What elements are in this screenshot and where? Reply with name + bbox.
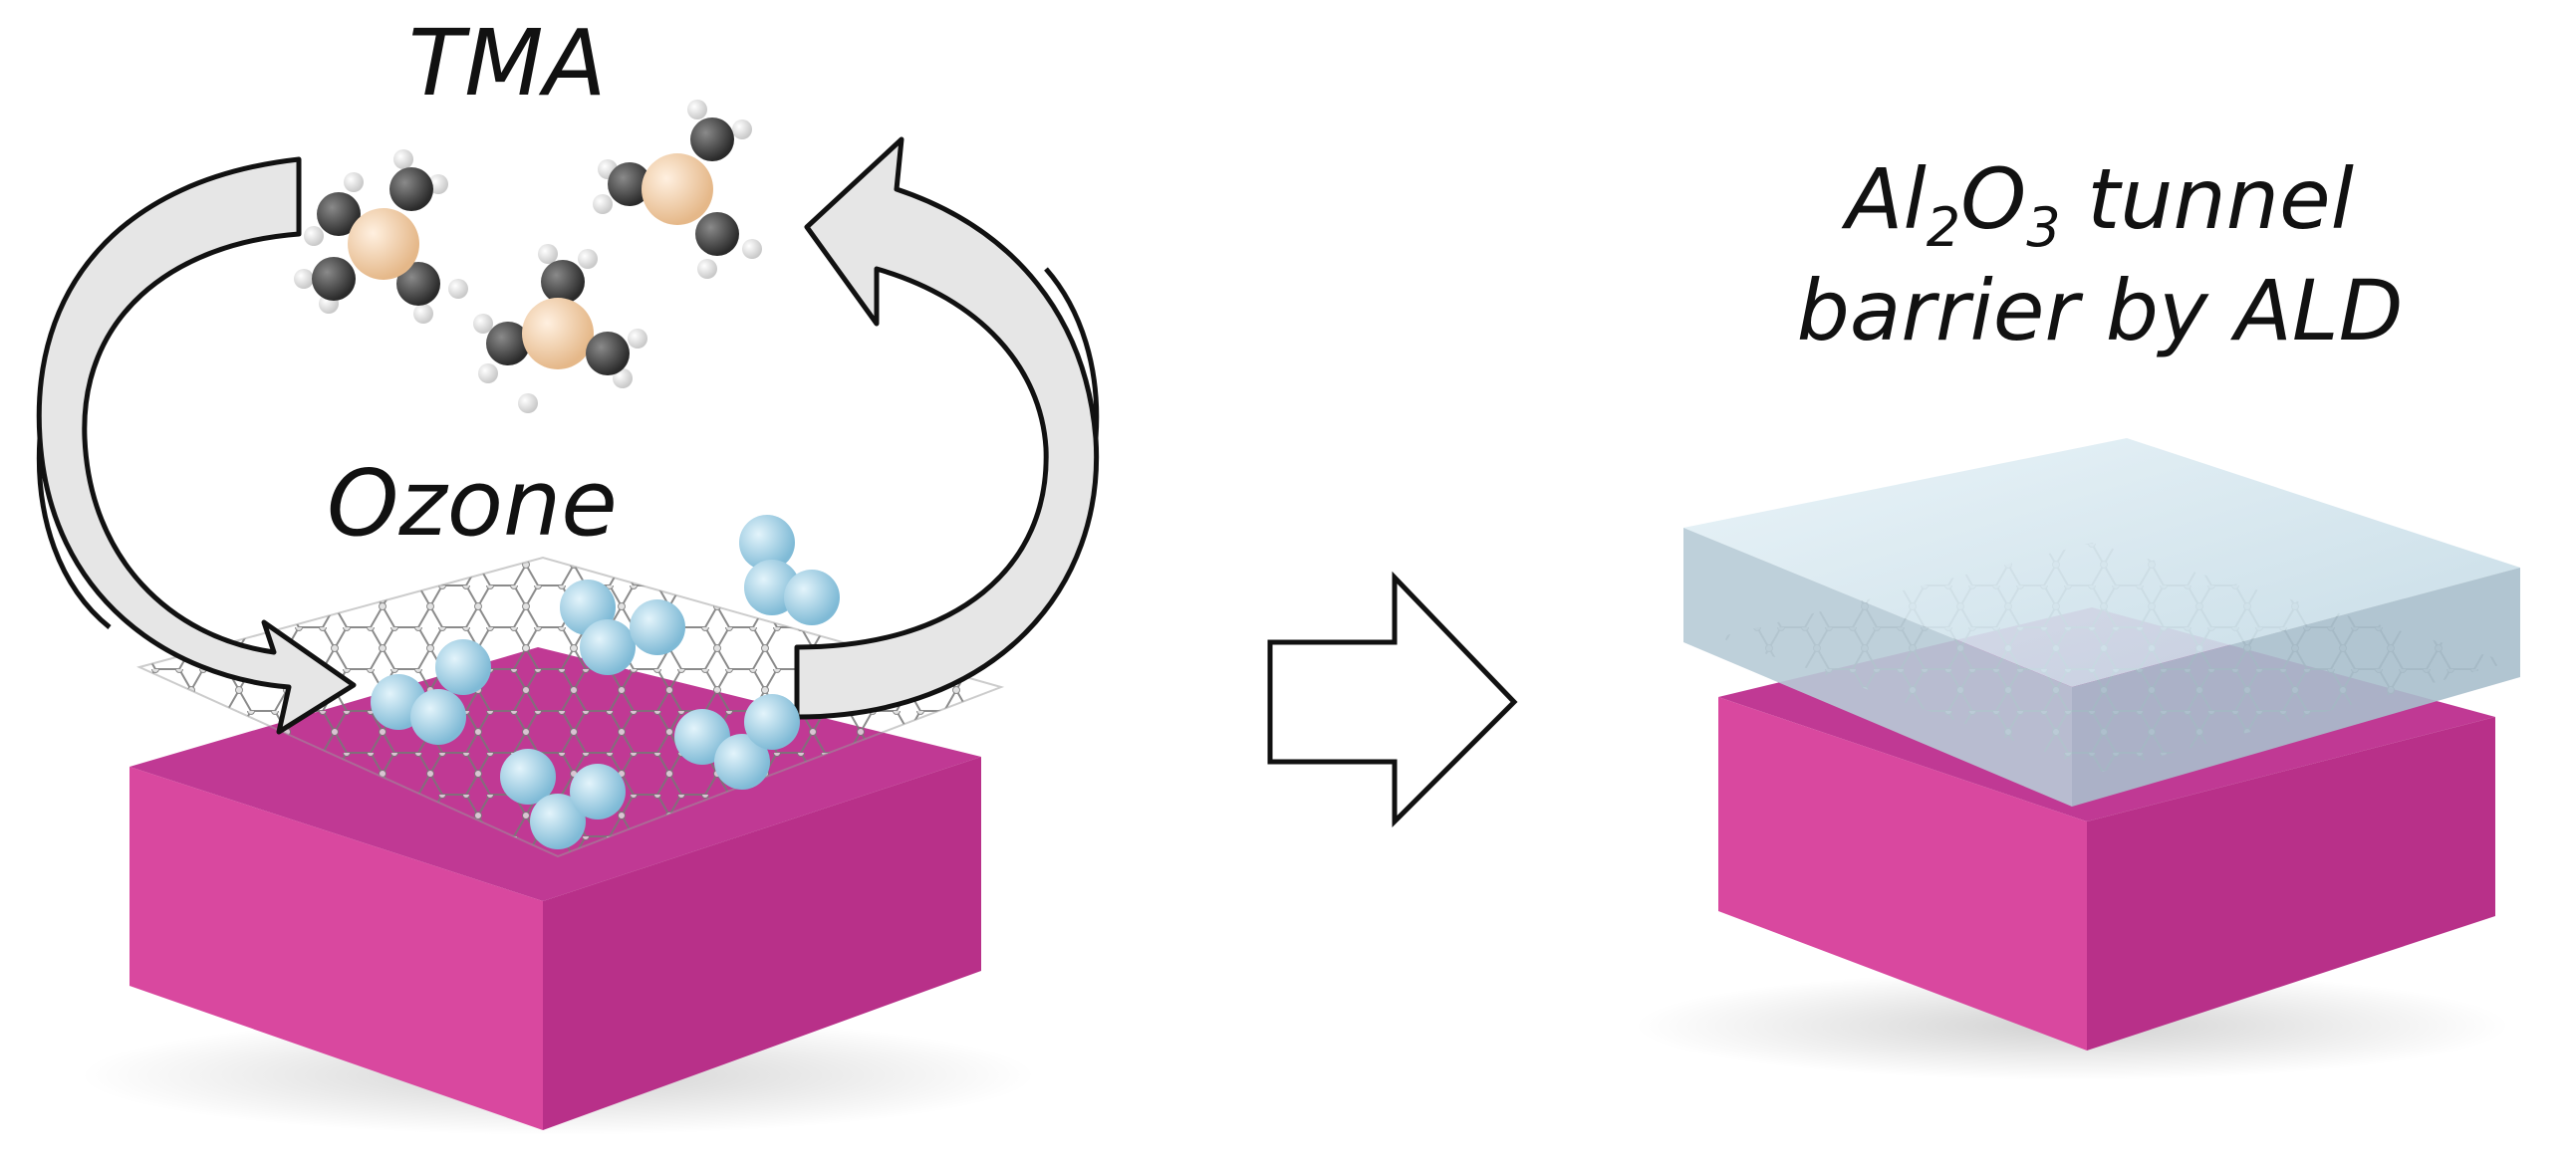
- ozone-molecule: [371, 639, 491, 745]
- cycle-arrow-left-icon: [36, 156, 357, 735]
- tma-label: TMA: [408, 10, 607, 117]
- ozone-molecules: [371, 515, 840, 849]
- tma-molecule: [294, 149, 468, 324]
- al2o3-label-line-2: barrier by ALD: [1796, 262, 2404, 359]
- right-panel: [1634, 438, 2520, 1080]
- al2o3-label-line-1: Al2O3 tunnel: [1845, 150, 2355, 259]
- tma-molecule: [473, 244, 647, 413]
- ozone-molecule: [500, 749, 626, 849]
- tma-molecules: [294, 100, 762, 413]
- process-arrow-icon: [1267, 571, 1518, 828]
- tma-molecule: [593, 100, 762, 279]
- ozone-molecule: [674, 694, 800, 790]
- ozone-label: Ozone: [327, 450, 618, 557]
- graphene-sheet-left: [136, 556, 1005, 858]
- al2o3-barrier-label: Al2O3 tunnel barrier by ALD: [1791, 157, 2409, 380]
- al2o3-barrier-layer: [1683, 438, 2520, 807]
- ozone-molecule: [560, 580, 685, 675]
- left-panel: [36, 100, 1100, 1135]
- cycle-arrow-right-icon: [794, 136, 1100, 720]
- ozone-molecule: [739, 515, 840, 625]
